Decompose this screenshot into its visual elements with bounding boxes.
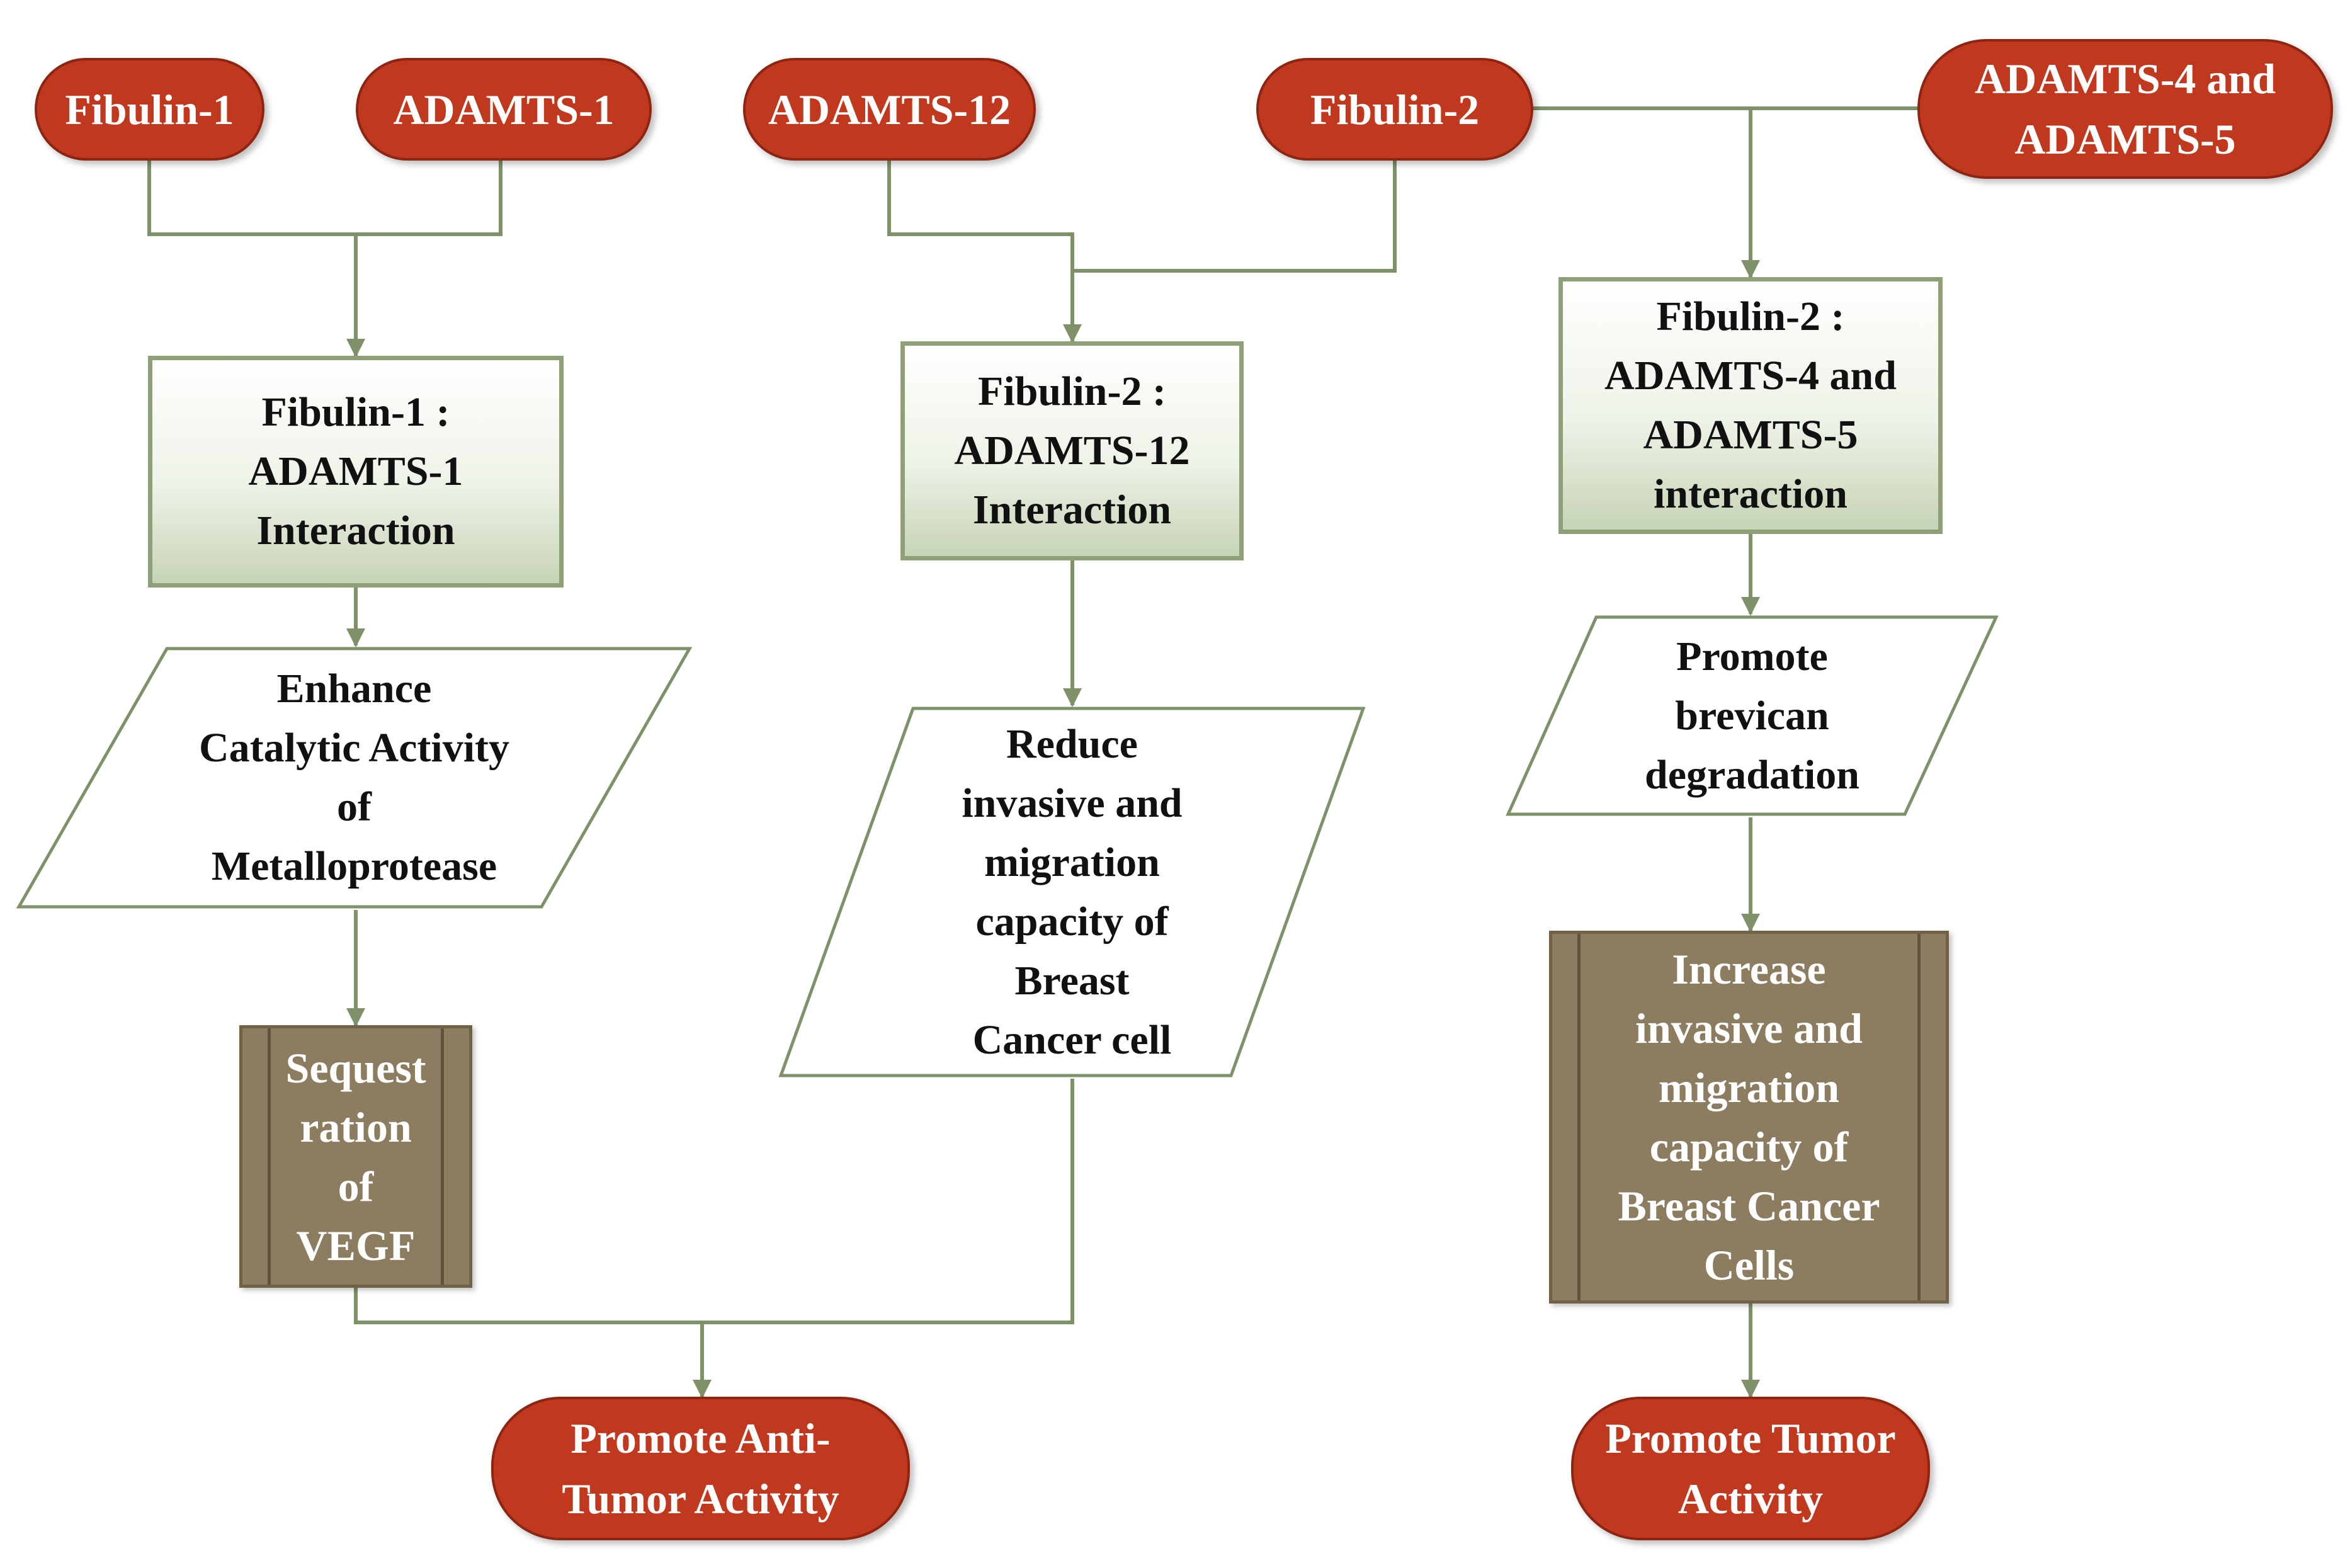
vegf-label: Sequest ration of VEGF [285, 1043, 426, 1270]
adamts12-label: ADAMTS-12 [768, 85, 1011, 134]
adamts45-node: ADAMTS-4 and ADAMTS-5 [1917, 39, 2333, 179]
fibulin1-label: Fibulin-1 [65, 85, 234, 134]
f2-a12-interaction-box: Fibulin-2 : ADAMTS-12 Interaction [900, 341, 1244, 560]
connector-fibulin1-adamts1-join [147, 161, 502, 236]
vegf-process-box: Sequest ration of VEGF [239, 1025, 472, 1288]
fibulin2-label: Fibulin-2 [1310, 85, 1480, 134]
adamts12-node: ADAMTS-12 [743, 58, 1036, 161]
f1-a1-interaction-box: Fibulin-1 : ADAMTS-1 Interaction [148, 356, 564, 588]
increase-label: Increase invasive and migration capacity… [1618, 945, 1880, 1289]
adamts45-label: ADAMTS-4 and ADAMTS-5 [1975, 55, 2276, 163]
reduce-label: Reduce invasive and migration capacity o… [962, 720, 1183, 1063]
fibulin2-node: Fibulin-2 [1256, 58, 1533, 161]
promote-brevican-shape [1506, 615, 1999, 816]
connector-fibulin2-join [1072, 161, 1397, 273]
anti-tumor-label: Promote Anti- Tumor Activity [562, 1414, 839, 1523]
enhance-shape [16, 647, 693, 909]
tumor-label: Promote Tumor Activity [1605, 1414, 1896, 1523]
reduce-parallelogram: Reduce invasive and migration capacity o… [778, 705, 1366, 1079]
fibulin1-node: Fibulin-1 [35, 58, 264, 161]
connector-adamts12-join [887, 161, 1074, 271]
adamts1-label: ADAMTS-1 [393, 85, 615, 134]
f2-a45-interaction-label: Fibulin-2 : ADAMTS-4 and ADAMTS-5 intera… [1604, 293, 1897, 517]
reduce-shape [778, 707, 1366, 1077]
anti-tumor-node: Promote Anti- Tumor Activity [491, 1397, 910, 1540]
enhance-parallelogram: Enhance Catalytic Activity of Metallopro… [16, 645, 693, 910]
increase-process-box: Increase invasive and migration capacity… [1549, 931, 1949, 1304]
enhance-label: Enhance Catalytic Activity of Metallopro… [198, 666, 510, 889]
promote-brevican-parallelogram: Promote brevican degradation [1505, 614, 1999, 817]
tumor-node: Promote Tumor Activity [1571, 1397, 1930, 1540]
f2-a12-interaction-label: Fibulin-2 : ADAMTS-12 Interaction [954, 368, 1190, 533]
connector-vegf-reduce-join [354, 1079, 1074, 1324]
f1-a1-interaction-label: Fibulin-1 : ADAMTS-1 Interaction [248, 389, 463, 554]
promote-brevican-label: Promote brevican degradation [1644, 633, 1860, 798]
f2-a45-interaction-box: Fibulin-2 : ADAMTS-4 and ADAMTS-5 intera… [1558, 277, 1943, 534]
adamts1-node: ADAMTS-1 [356, 58, 652, 161]
